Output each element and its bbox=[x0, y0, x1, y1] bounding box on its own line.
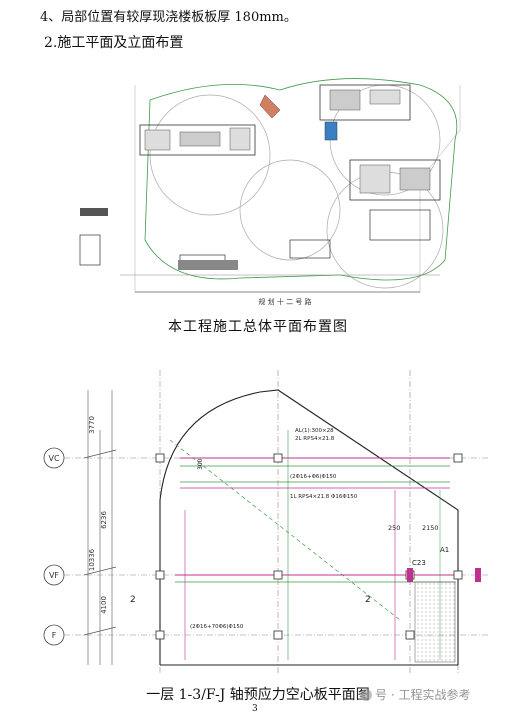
svg-text:F: F bbox=[52, 631, 57, 640]
dim-4100: 4100 bbox=[100, 596, 108, 614]
item-4-text: 4、局部位置有较厚现浇楼板板厚 180mm。 bbox=[40, 10, 297, 25]
wechat-icon bbox=[360, 689, 372, 701]
tag-c23: C23 bbox=[412, 559, 426, 567]
dim-10336: 10336 bbox=[88, 548, 96, 571]
axis-label-2-right: 2 bbox=[365, 595, 371, 605]
dim-300: 300 bbox=[197, 458, 204, 470]
site-plan-drawing: 规 划 十 二 号 路 bbox=[79, 78, 461, 306]
tag-a1: A1 bbox=[440, 546, 449, 554]
dim-3770: 3770 bbox=[88, 416, 96, 434]
road-label: 规 划 十 二 号 路 bbox=[258, 297, 311, 306]
tendon-top-1: AL(1):300×28 bbox=[295, 428, 334, 434]
axis-bubble-f: F bbox=[43, 624, 65, 646]
slab-plan-caption: 一层 1-3/F-J 轴预应力空心板平面图 bbox=[146, 687, 370, 703]
dim-6236: 6236 bbox=[100, 511, 108, 529]
slab-plan-drawing: 3770 10336 6236 4100 VC VF F bbox=[43, 370, 490, 675]
dim-2150: 2150 bbox=[422, 524, 439, 532]
axis-bubble-vf: VF bbox=[43, 564, 65, 586]
axis-label-2-left: 2 bbox=[130, 595, 136, 605]
tendon-top-2: 2L RPS4×21.8 bbox=[295, 436, 335, 442]
tendon-bottom: (2Φ16+70Φ6)Φ150 bbox=[190, 624, 244, 630]
tendon-mid-1: (2Φ16+Φ6)Φ150 bbox=[290, 474, 337, 480]
section-heading: 2.施工平面及立面布置 bbox=[44, 35, 184, 51]
watermark: 号 · 工程实战参考 bbox=[360, 686, 470, 703]
svg-text:VF: VF bbox=[49, 571, 59, 580]
site-plan-caption: 本工程施工总体平面布置图 bbox=[168, 319, 348, 335]
svg-text:VC: VC bbox=[48, 454, 59, 463]
dim-250: 250 bbox=[388, 524, 400, 532]
tendon-mid-2: 1L RPS4×21.8 Φ16Φ150 bbox=[290, 494, 358, 500]
axis-bubble-vc: VC bbox=[43, 447, 65, 469]
page-number: 3 bbox=[252, 704, 258, 714]
watermark-text: 号 · 工程实战参考 bbox=[375, 688, 471, 702]
